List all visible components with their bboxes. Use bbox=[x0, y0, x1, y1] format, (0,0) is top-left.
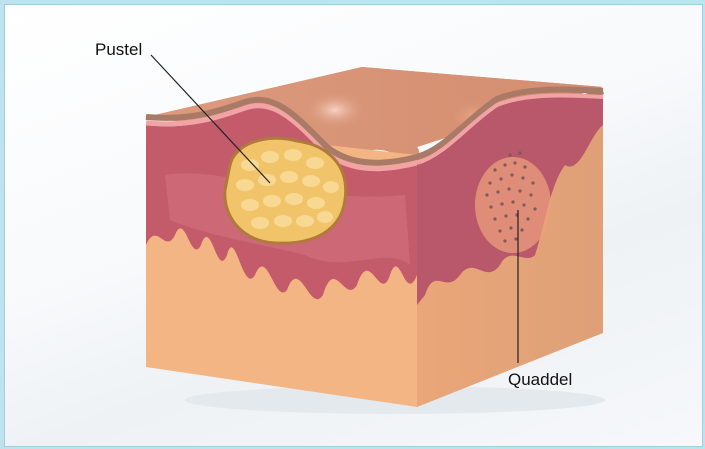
pustel-label: Pustel bbox=[95, 40, 142, 59]
wheal-area bbox=[475, 157, 551, 253]
quaddel-label: Quaddel bbox=[508, 370, 572, 389]
papule-highlight bbox=[305, 92, 365, 128]
diagram-frame: Pustel Quaddel bbox=[4, 4, 703, 447]
skin-diagram: Pustel Quaddel bbox=[5, 5, 702, 446]
